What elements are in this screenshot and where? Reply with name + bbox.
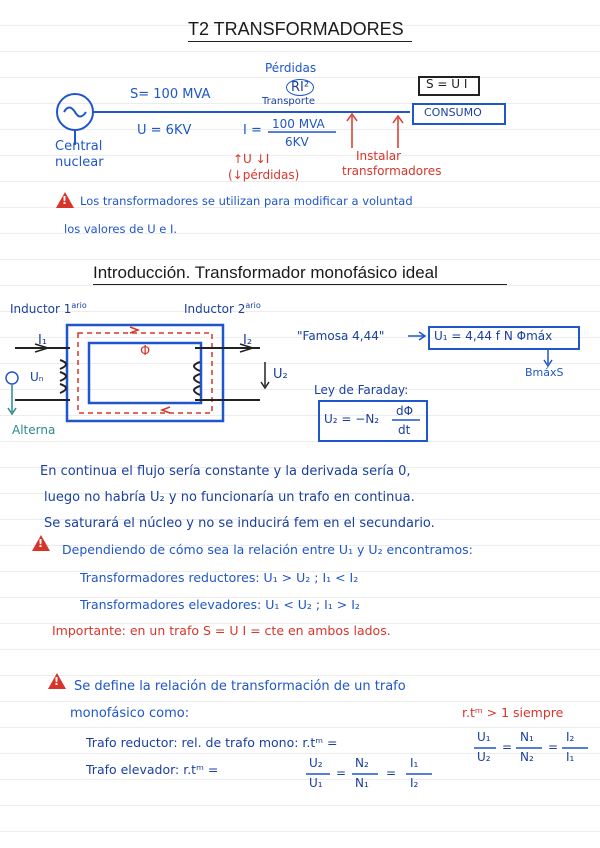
faraday-num: dΦ: [396, 404, 414, 418]
title-underline: [188, 41, 412, 42]
inductor1-sup: ario: [71, 301, 87, 310]
f3-den: I₁: [566, 750, 575, 764]
page-title: T2 TRANSFORMADORES: [188, 19, 404, 39]
faraday-label: Ley de Faraday:: [314, 383, 409, 397]
f1-den: U₂: [477, 750, 491, 764]
warning-icon-2: [32, 535, 50, 551]
warning-icon-3: [48, 673, 66, 689]
sui-box: [418, 76, 480, 96]
g1-den: U₁: [309, 776, 323, 790]
eq-4: =: [386, 766, 397, 780]
body-line-10: Trafo reductor: rel. de trafo mono: r.tᵐ…: [86, 735, 338, 750]
inductor1-text: Inductor 1: [10, 302, 72, 316]
down-perdidas: (↓pérdidas): [228, 168, 300, 182]
famosa-label: "Famosa 4,44": [297, 329, 385, 343]
section-title-underline: [93, 284, 507, 285]
u2-label: U₂: [273, 367, 288, 382]
f1-num: U₁: [477, 730, 491, 744]
formula-444-box: [428, 326, 580, 350]
body-line-1: En continua el flujo sería constante y l…: [40, 464, 411, 479]
alterna-label: Alterna: [12, 423, 56, 437]
up-u-down-i: ↑U ↓I: [233, 152, 270, 166]
section-title: Introducción. Transformador monofásico i…: [93, 263, 438, 282]
i1-label: I₁: [38, 333, 48, 348]
body-line-2: luego no habría U₂ y no funcionaría un t…: [44, 490, 415, 505]
g3-num: I₁: [410, 756, 419, 770]
consumo-box: [412, 103, 506, 125]
perdidas-label: Pérdidas: [265, 61, 317, 75]
inductor1-label: Inductor 1ario: [10, 301, 87, 316]
rt-note: r.tᵐ > 1 siempre: [462, 705, 564, 720]
body-line-3: Se saturará el núcleo y no se inducirá f…: [44, 516, 435, 531]
i-label: I =: [243, 123, 262, 138]
i-denominator: 6KV: [285, 135, 309, 149]
transformadores-label: transformadores: [342, 164, 442, 178]
instalar-label: Instalar: [356, 149, 402, 163]
phi-label: Φ: [140, 344, 151, 359]
bmax-label: BmáxS: [525, 366, 564, 379]
inductor2-text: Inductor 2: [184, 302, 246, 316]
ri2-label: RI²: [286, 79, 315, 96]
g2-den: N₁: [355, 776, 369, 790]
body-line-11: Trafo elevador: r.tᵐ =: [86, 762, 219, 777]
eq-1: =: [502, 740, 513, 754]
inductor2-label: Inductor 2ario: [184, 301, 261, 316]
body-line-5: Transformadores reductores: U₁ > U₂ ; I₁…: [80, 570, 359, 585]
body-line-6: Transformadores elevadores: U₁ < U₂ ; I₁…: [80, 597, 360, 612]
eq-3: =: [336, 766, 347, 780]
nuclear-label: nuclear: [55, 155, 104, 170]
body-line-7: Importante: en un trafo S = U I = cte en…: [52, 623, 391, 638]
formula-444: U₁ = 4,44 f N Φmáx: [434, 329, 553, 343]
warning-icon: [56, 192, 74, 208]
body-line-8: Se define la relación de transformación …: [74, 679, 406, 694]
faraday-den: dt: [398, 423, 411, 437]
f2-num: N₁: [520, 730, 534, 744]
body-line-4: Dependiendo de cómo sea la relación entr…: [62, 542, 473, 557]
warning-line-1: Los transformadores se utilizan para mod…: [80, 194, 413, 208]
i2-label: I₂: [243, 333, 253, 348]
warning-line-2: los valores de U e I.: [64, 222, 178, 236]
g2-num: N₂: [355, 756, 369, 770]
body-line-9: monofásico como:: [70, 706, 190, 721]
faraday-box: [318, 400, 428, 442]
sui-formula: S = U I: [426, 77, 468, 91]
eq-2: =: [548, 740, 559, 754]
f2-den: N₂: [520, 750, 534, 764]
g1-num: U₂: [309, 756, 323, 770]
inductor2-sup: ario: [245, 301, 261, 310]
i-numerator: 100 MVA: [272, 117, 325, 131]
g3-den: I₂: [410, 776, 419, 790]
central-label: Central: [55, 139, 103, 154]
faraday-eq: U₂ = −N₂: [324, 412, 380, 426]
s-value: S= 100 MVA: [130, 87, 211, 102]
f3-num: I₂: [566, 730, 575, 744]
transporte-label: Transporte: [262, 96, 316, 107]
consumo-label: CONSUMO: [424, 106, 482, 119]
u-value: U = 6KV: [137, 123, 192, 138]
un-label: Uₙ: [30, 370, 44, 384]
